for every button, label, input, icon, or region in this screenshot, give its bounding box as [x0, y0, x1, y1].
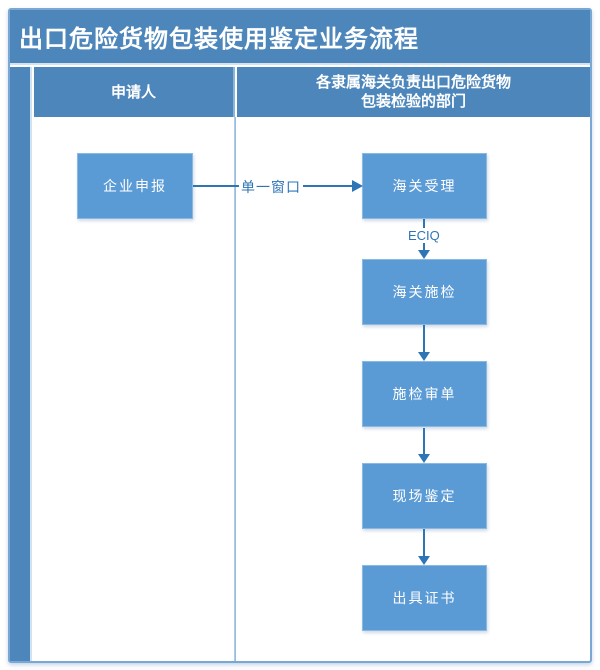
- lane-header-department-line2: 包装检验的部门: [360, 93, 466, 110]
- title-bar: 出口危险货物包装使用鉴定业务流程: [10, 10, 590, 65]
- connector-label-single-window: 单一窗口: [239, 177, 303, 197]
- node-label: 企业申报: [103, 178, 167, 194]
- node-enterprise-declaration: 企业申报: [77, 153, 193, 219]
- node-inspection-document-review: 施检审单: [362, 361, 487, 427]
- connector-line-vertical: [423, 428, 425, 455]
- node-label: 现场鉴定: [392, 488, 457, 504]
- lane-divider: [234, 117, 236, 661]
- node-customs-acceptance: 海关受理: [362, 153, 487, 219]
- lane-header-applicant-label: 申请人: [110, 83, 156, 101]
- lane-header-applicant: 申请人: [34, 67, 235, 117]
- node-label: 海关施检: [392, 284, 457, 300]
- node-label: 施检审单: [392, 386, 457, 402]
- node-issue-certificate: 出具证书: [362, 565, 487, 631]
- arrow-down-icon: [418, 556, 430, 565]
- arrow-right-icon: [352, 180, 363, 192]
- phase-strip: [10, 67, 32, 661]
- connector-line-vertical: [423, 325, 425, 353]
- connector-line-vertical: [423, 529, 425, 557]
- node-label: 海关受理: [392, 178, 457, 194]
- node-label: 出具证书: [392, 590, 457, 606]
- lane-header-department: 各隶属海关负责出口危险货物 包装检验的部门: [237, 67, 590, 117]
- arrow-down-icon: [418, 352, 430, 361]
- node-onsite-appraisal: 现场鉴定: [362, 463, 487, 529]
- connector-label-eciq: ECIQ: [406, 228, 442, 243]
- arrow-down-icon: [418, 250, 430, 259]
- page-title: 出口危险货物包装使用鉴定业务流程: [19, 26, 419, 53]
- flowchart-frame: 出口危险货物包装使用鉴定业务流程 申请人 各隶属海关负责出口危险货物 包装检验的…: [8, 8, 592, 663]
- arrow-down-icon: [418, 454, 430, 463]
- node-customs-inspection: 海关施检: [362, 259, 487, 325]
- lane-header-department-line1: 各隶属海关负责出口危险货物: [315, 74, 511, 91]
